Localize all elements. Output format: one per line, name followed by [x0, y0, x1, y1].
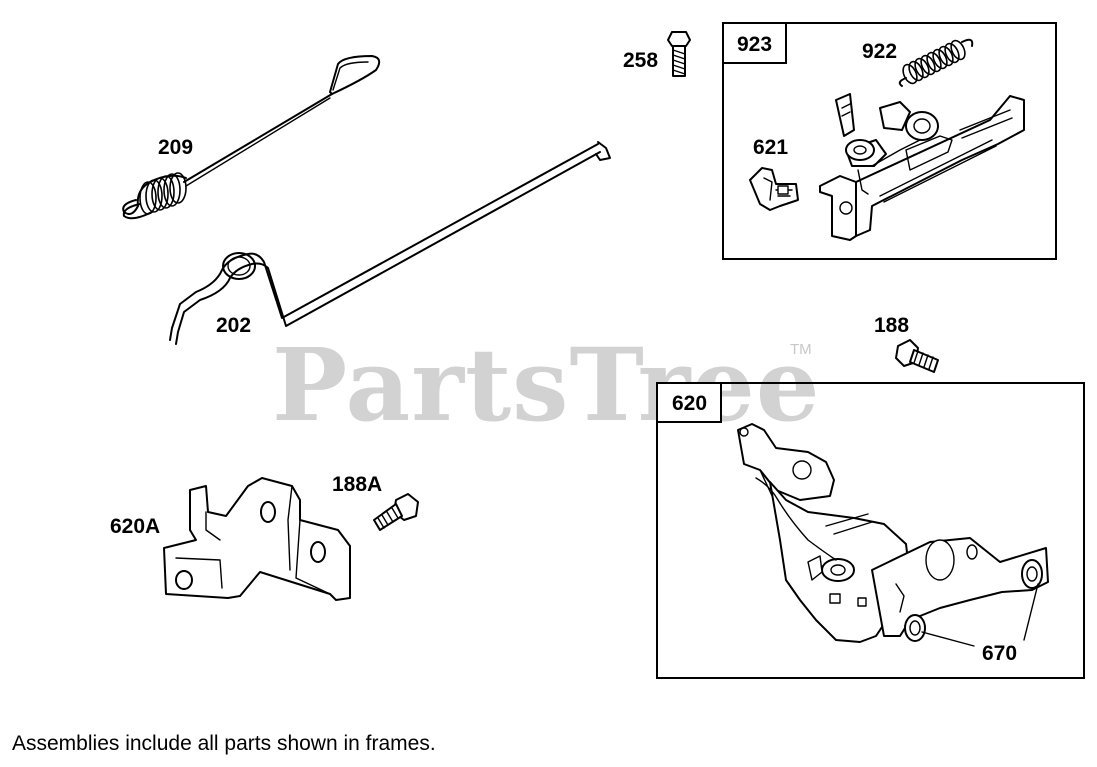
part-label-922: 922 [862, 40, 897, 63]
part-258[interactable]: 258 [623, 31, 691, 77]
part-621[interactable]: 621 [749, 136, 799, 211]
part-label-188: 188 [874, 314, 909, 337]
frame-923-label: 923 [737, 33, 772, 56]
part-188[interactable]: 188 [874, 314, 939, 373]
part-620A[interactable]: 620A [110, 477, 351, 601]
part-label-670: 670 [982, 642, 1017, 665]
assemblies-footnote: Assemblies include all parts shown in fr… [12, 732, 436, 755]
part-922[interactable]: 922 [862, 38, 974, 87]
frame-620-label: 620 [672, 392, 707, 415]
leader-line-670-bracket [1023, 583, 1039, 641]
control-bracket-assembly-620 [737, 423, 1049, 643]
screw-icon [373, 493, 419, 531]
part-202[interactable]: 202 [169, 141, 611, 345]
governor-link-rod-icon [169, 141, 611, 345]
part-label-620A: 620A [110, 515, 160, 538]
part-label-209: 209 [158, 136, 193, 159]
part-209[interactable]: 209 [122, 55, 381, 220]
part-188A[interactable]: 188A [332, 473, 419, 531]
control-bracket-plate-icon [163, 477, 351, 601]
screw-icon [667, 31, 691, 77]
screw-icon [895, 339, 939, 373]
control-bracket-assembly-923 [819, 93, 1025, 241]
leader-line-670-bushing [921, 631, 975, 647]
frame-923[interactable]: 923 [722, 22, 1057, 260]
part-label-202: 202 [216, 314, 251, 337]
bushing-icon [904, 614, 926, 642]
part-label-188A: 188A [332, 473, 382, 496]
cable-clamp-icon [749, 167, 799, 211]
extension-spring-with-hook-icon [122, 55, 381, 220]
watermark-trademark: TM [790, 341, 812, 358]
part-670[interactable]: 670 [904, 583, 1039, 665]
part-label-621: 621 [753, 136, 788, 159]
frame-620[interactable]: 620 [656, 382, 1085, 679]
part-label-258: 258 [623, 49, 658, 72]
watermark-text: PartsTree [272, 326, 821, 444]
extension-spring-icon [898, 38, 974, 87]
